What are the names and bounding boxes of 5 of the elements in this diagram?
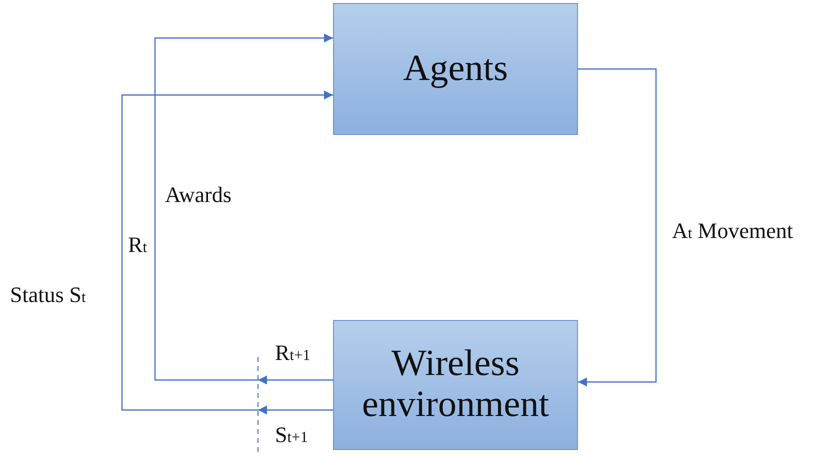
box-label: Agents [403, 48, 508, 90]
process-box [333, 3, 578, 135]
text-label: Awards [165, 182, 232, 208]
box-label: Wireless environment [360, 344, 550, 426]
process-box [333, 320, 578, 450]
